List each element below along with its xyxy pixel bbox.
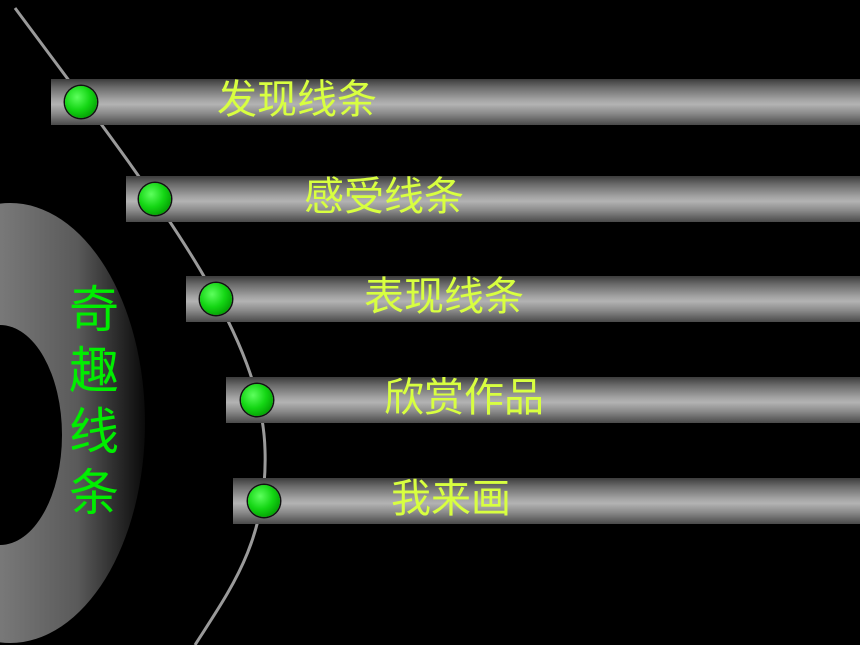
menu-item-label: 发现线条 [217, 77, 377, 123]
bullet-icon [65, 86, 97, 118]
menu-item-i-draw[interactable]: 我来画 [233, 478, 860, 524]
menu-item-feel-lines[interactable]: 感受线条 [126, 176, 860, 222]
title-char: 条 [69, 464, 119, 522]
title-char: 奇 [69, 281, 119, 339]
title-char: 线 [69, 403, 119, 461]
title-char: 趣 [69, 342, 119, 400]
menu-item-appreciate-works[interactable]: 欣赏作品 [226, 377, 860, 423]
menu-item-express-lines[interactable]: 表现线条 [186, 276, 860, 322]
bullet-icon [241, 384, 273, 416]
bullet-icon [139, 183, 171, 215]
ring-hole [0, 325, 62, 545]
menu-item-label: 欣赏作品 [384, 375, 544, 421]
menu-item-label: 表现线条 [364, 274, 524, 320]
bullet-icon [200, 283, 232, 315]
menu-item-label: 我来画 [391, 476, 511, 522]
bullet-icon [248, 485, 280, 517]
vertical-title: 奇 趣 线 条 [62, 280, 126, 524]
menu-item-discover-lines[interactable]: 发现线条 [51, 79, 860, 125]
menu-item-label: 感受线条 [304, 174, 464, 220]
ring-outer [0, 203, 145, 643]
